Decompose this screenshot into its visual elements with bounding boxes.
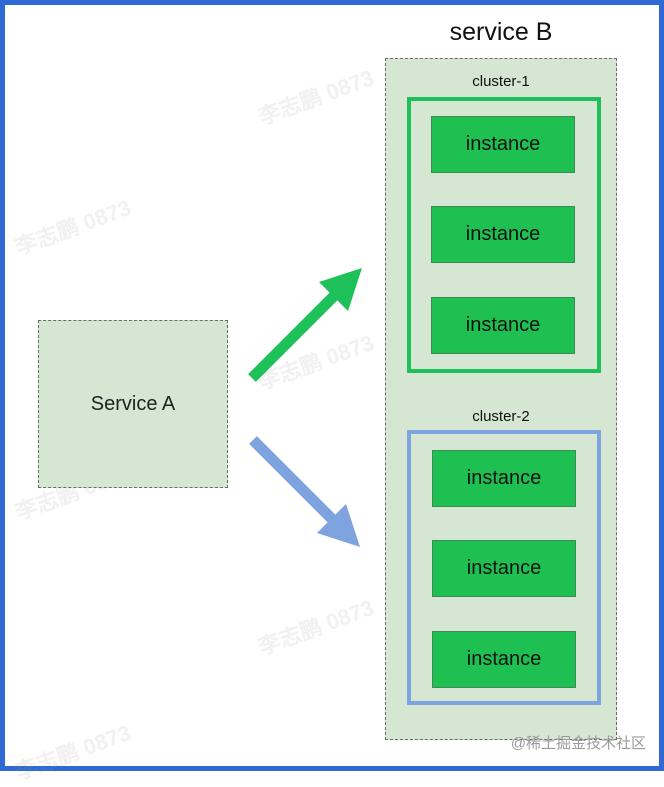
cluster-1-box bbox=[407, 97, 601, 373]
credit-text: @稀土掘金技术社区 bbox=[510, 735, 646, 752]
arrow-to-cluster-1 bbox=[248, 268, 362, 382]
cluster-1-instance-2: instance bbox=[431, 206, 575, 263]
cluster-2-instance-1: instance bbox=[432, 450, 576, 507]
cluster-2-instance-2: instance bbox=[432, 540, 576, 597]
cluster-2-label: cluster-2 bbox=[472, 408, 530, 425]
cluster-1-instance-1: instance bbox=[431, 116, 575, 173]
cluster-2-box bbox=[407, 430, 601, 705]
service-a-box: Service A bbox=[38, 320, 228, 488]
cluster-1-label: cluster-1 bbox=[472, 73, 530, 90]
service-b-title: service B bbox=[449, 18, 553, 46]
cluster-1-instance-3: instance bbox=[431, 297, 575, 354]
arrow-to-cluster-2 bbox=[249, 436, 360, 547]
arrows-layer bbox=[248, 268, 362, 547]
service-a-label: Service A bbox=[90, 393, 176, 415]
cluster-2-instance-3: instance bbox=[432, 631, 576, 688]
